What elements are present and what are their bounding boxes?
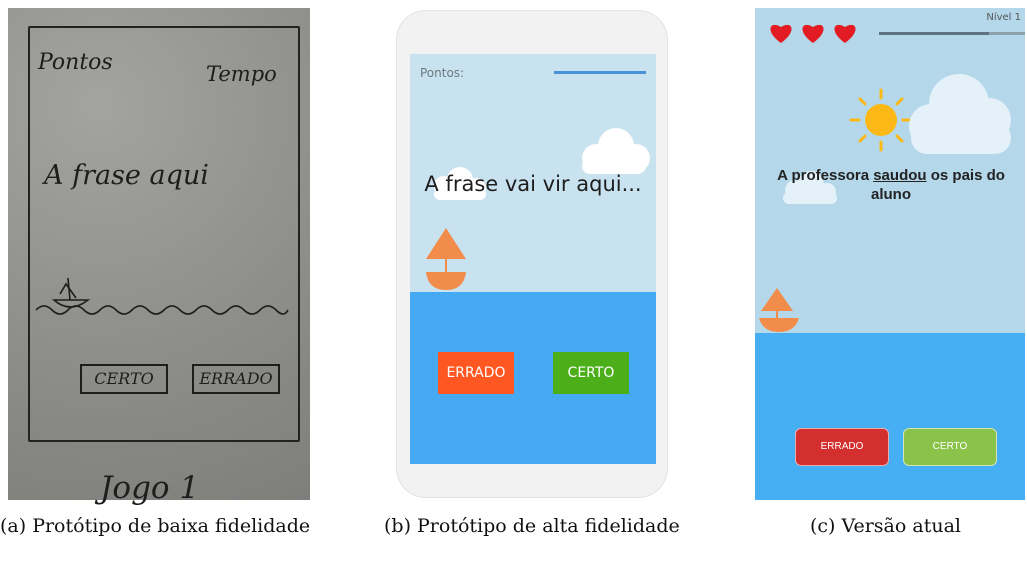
sketch-boat-icon bbox=[51, 299, 91, 308]
cv-errado-button[interactable]: ERRADO bbox=[795, 428, 889, 466]
cloud-icon bbox=[434, 167, 486, 200]
sun-icon bbox=[849, 88, 913, 152]
heart-icon bbox=[802, 24, 824, 43]
hf-certo-button[interactable]: CERTO bbox=[553, 352, 629, 394]
sketch-certo-button: CERTO bbox=[80, 364, 168, 394]
cloud-icon bbox=[783, 171, 837, 204]
caption-c: (c) Versão atual bbox=[810, 515, 961, 537]
sketch-frase-text: A frase aqui bbox=[44, 160, 209, 191]
hf-scene bbox=[426, 128, 650, 290]
sketch-sail-icon bbox=[59, 282, 77, 299]
sketch-errado-button: ERRADO bbox=[192, 364, 280, 394]
cv-frase-text: A professora saudou os pais do aluno bbox=[777, 167, 1005, 203]
sketch-tempo-label: Tempo bbox=[206, 62, 277, 86]
highlighted-word: saudou bbox=[873, 167, 927, 184]
hf-frase-text: A frase vai vir aqui... bbox=[424, 172, 642, 196]
cloud-icon bbox=[582, 128, 650, 174]
heart-icon bbox=[770, 24, 792, 43]
caption-a: (a) Protótipo de baixa fidelidade bbox=[0, 515, 311, 537]
cv-sea bbox=[755, 333, 1025, 500]
sketch-boat-waves-drawing bbox=[35, 277, 289, 315]
sketch-pontos-label: Pontos bbox=[38, 50, 113, 75]
cv-certo-button[interactable]: CERTO bbox=[903, 428, 997, 466]
boat-icon bbox=[426, 228, 466, 290]
lives-hearts bbox=[770, 24, 856, 43]
boat-icon bbox=[759, 288, 799, 332]
hf-errado-button[interactable]: ERRADO bbox=[438, 352, 514, 394]
low-fidelity-sketch-photo: Pontos Tempo A frase aqui CERTO ERRADO J… bbox=[8, 8, 310, 506]
heart-icon bbox=[834, 24, 856, 43]
sketch-jogo-title: Jogo 1 bbox=[100, 470, 200, 506]
hf-time-bar bbox=[554, 71, 646, 74]
hf-pontos-label: Pontos: bbox=[420, 66, 465, 80]
sketch-waves-line bbox=[35, 305, 289, 315]
high-fidelity-screen: Pontos: A frase vai vir aqui... ERRADO C… bbox=[410, 54, 656, 464]
current-version-screen: Nível 1 A professora saudou os pais do a… bbox=[755, 8, 1025, 500]
level-indicator: Nível 1 bbox=[986, 12, 1021, 23]
level-progress-fill bbox=[879, 32, 989, 35]
sketch-screen-frame bbox=[28, 26, 300, 442]
level-progress-bar bbox=[879, 32, 1025, 35]
caption-b: (b) Protótipo de alta fidelidade bbox=[384, 515, 680, 537]
cloud-icon bbox=[909, 74, 1011, 154]
cv-scene bbox=[759, 24, 1011, 332]
